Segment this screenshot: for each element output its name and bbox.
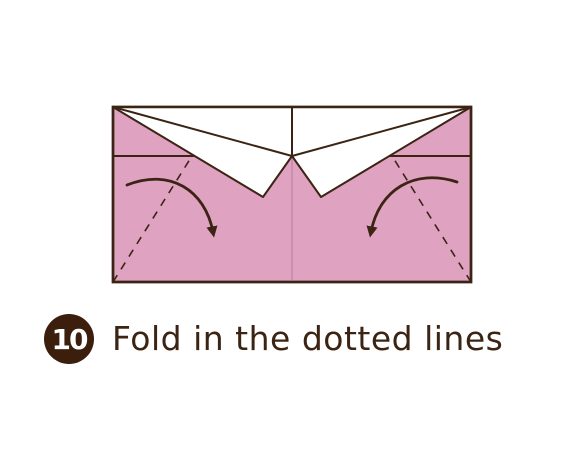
right-dotted-fold-line bbox=[391, 155, 472, 283]
origami-diagram bbox=[111, 105, 473, 284]
left-flap-inner-edge bbox=[112, 106, 293, 157]
step-instruction: Fold in the dotted lines bbox=[112, 319, 504, 358]
left-dotted-fold-line bbox=[112, 155, 193, 283]
curved-arrow-down-left-icon bbox=[366, 176, 459, 238]
curved-arrow-down-right-icon bbox=[125, 177, 218, 238]
step-number-badge: 10 bbox=[44, 314, 94, 364]
paper-outline bbox=[111, 105, 473, 284]
step-caption: 10 Fold in the dotted lines bbox=[44, 314, 503, 364]
right-flap-inner-edge bbox=[291, 106, 472, 157]
step-number: 10 bbox=[51, 322, 89, 356]
